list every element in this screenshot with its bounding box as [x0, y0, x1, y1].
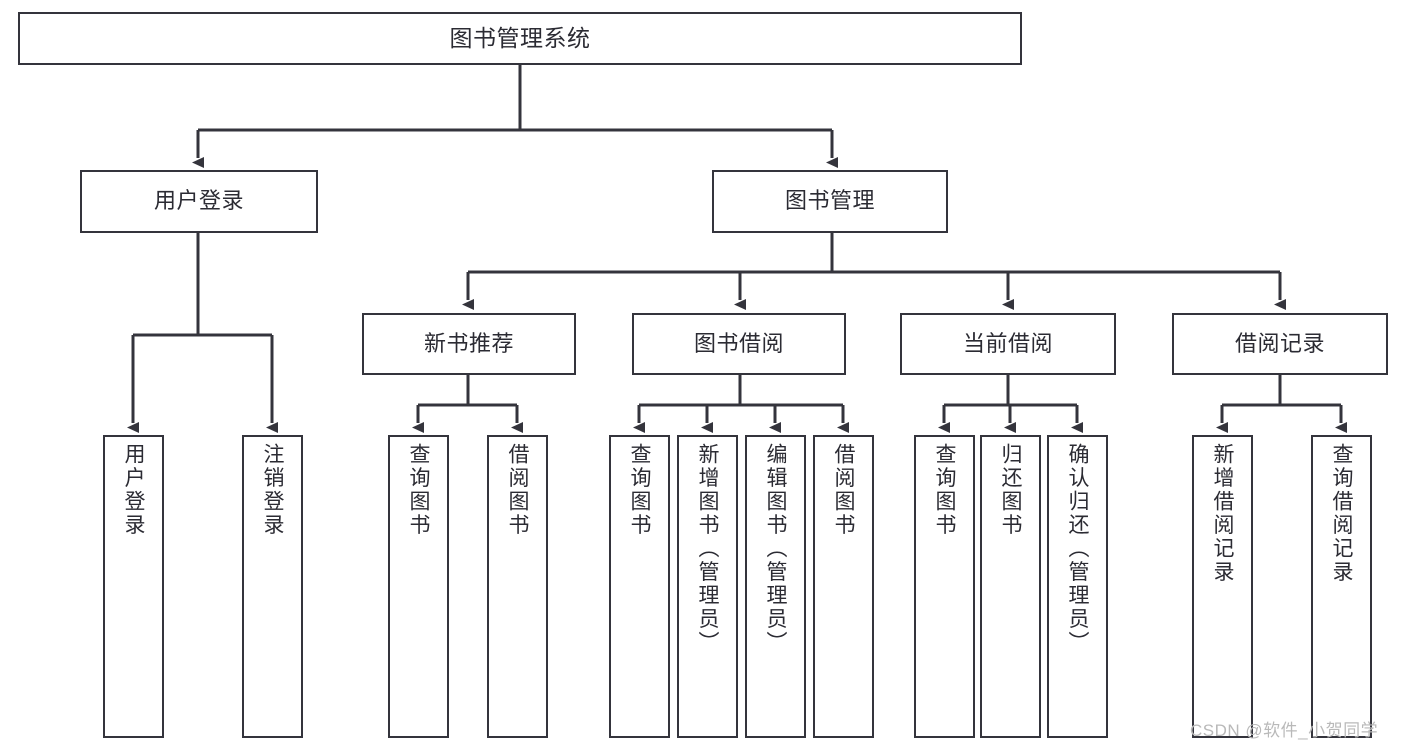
node-label: 用户登录 — [153, 188, 244, 214]
node-book-management[interactable]: 图书管理 — [712, 170, 948, 233]
node-leaf-query-book-borrow[interactable]: 查询图书 — [609, 435, 670, 738]
node-label: 借阅记录 — [1234, 330, 1325, 356]
node-leaf-query-borrow-record[interactable]: 查询借阅记录 — [1311, 435, 1372, 738]
node-label: 图书借阅 — [693, 330, 784, 356]
node-label: 归还图书 — [999, 443, 1022, 537]
node-leaf-borrow-book[interactable]: 借阅图书 — [813, 435, 874, 738]
node-leaf-query-book-recommend[interactable]: 查询图书 — [388, 435, 449, 738]
node-user-login[interactable]: 用户登录 — [80, 170, 318, 233]
connector-root-to-level2 — [192, 65, 838, 168]
connector-newbook-to-leaves — [412, 375, 523, 433]
node-label: 借阅图书 — [506, 443, 529, 537]
node-label: 用户登录 — [122, 443, 145, 537]
node-leaf-return-book[interactable]: 归还图书 — [980, 435, 1041, 738]
connector-borrowrecord-to-leaves — [1216, 375, 1347, 433]
node-leaf-add-borrow-record[interactable]: 新增借阅记录 — [1192, 435, 1253, 738]
node-label: 注销登录 — [261, 443, 284, 537]
node-label: 图书管理系统 — [449, 24, 591, 51]
node-leaf-logout[interactable]: 注销登录 — [242, 435, 303, 738]
node-label: 新书推荐 — [423, 330, 514, 356]
node-label: 查询图书 — [628, 443, 651, 537]
node-label: 编辑图书（管理员） — [764, 443, 787, 655]
node-label: 查询图书 — [407, 443, 430, 537]
node-label: 借阅图书 — [832, 443, 855, 537]
node-label: 新增图书（管理员） — [696, 443, 719, 655]
node-label: 图书管理 — [784, 188, 875, 214]
node-current-borrow[interactable]: 当前借阅 — [900, 313, 1116, 375]
node-leaf-add-book-admin[interactable]: 新增图书（管理员） — [677, 435, 738, 738]
node-leaf-user-login[interactable]: 用户登录 — [103, 435, 164, 738]
node-label: 查询借阅记录 — [1330, 443, 1353, 584]
node-new-book-recommend[interactable]: 新书推荐 — [362, 313, 576, 375]
node-leaf-confirm-return-admin[interactable]: 确认归还（管理员） — [1047, 435, 1108, 738]
connector-bookmgmt-to-level3 — [462, 233, 1286, 310]
node-leaf-edit-book-admin[interactable]: 编辑图书（管理员） — [745, 435, 806, 738]
node-leaf-query-book-current[interactable]: 查询图书 — [914, 435, 975, 738]
node-book-borrow[interactable]: 图书借阅 — [632, 313, 846, 375]
node-leaf-borrow-book-recommend[interactable]: 借阅图书 — [487, 435, 548, 738]
node-label: 新增借阅记录 — [1211, 443, 1234, 584]
connector-currentborrow-to-leaves — [938, 375, 1083, 433]
connector-bookborrow-to-leaves — [633, 375, 849, 433]
node-book-management-system[interactable]: 图书管理系统 — [18, 12, 1022, 65]
connector-userlogin-to-leaves — [127, 233, 278, 433]
node-borrow-record[interactable]: 借阅记录 — [1172, 313, 1388, 375]
node-label: 当前借阅 — [962, 330, 1053, 356]
node-label: 确认归还（管理员） — [1066, 443, 1089, 655]
node-label: 查询图书 — [933, 443, 956, 537]
